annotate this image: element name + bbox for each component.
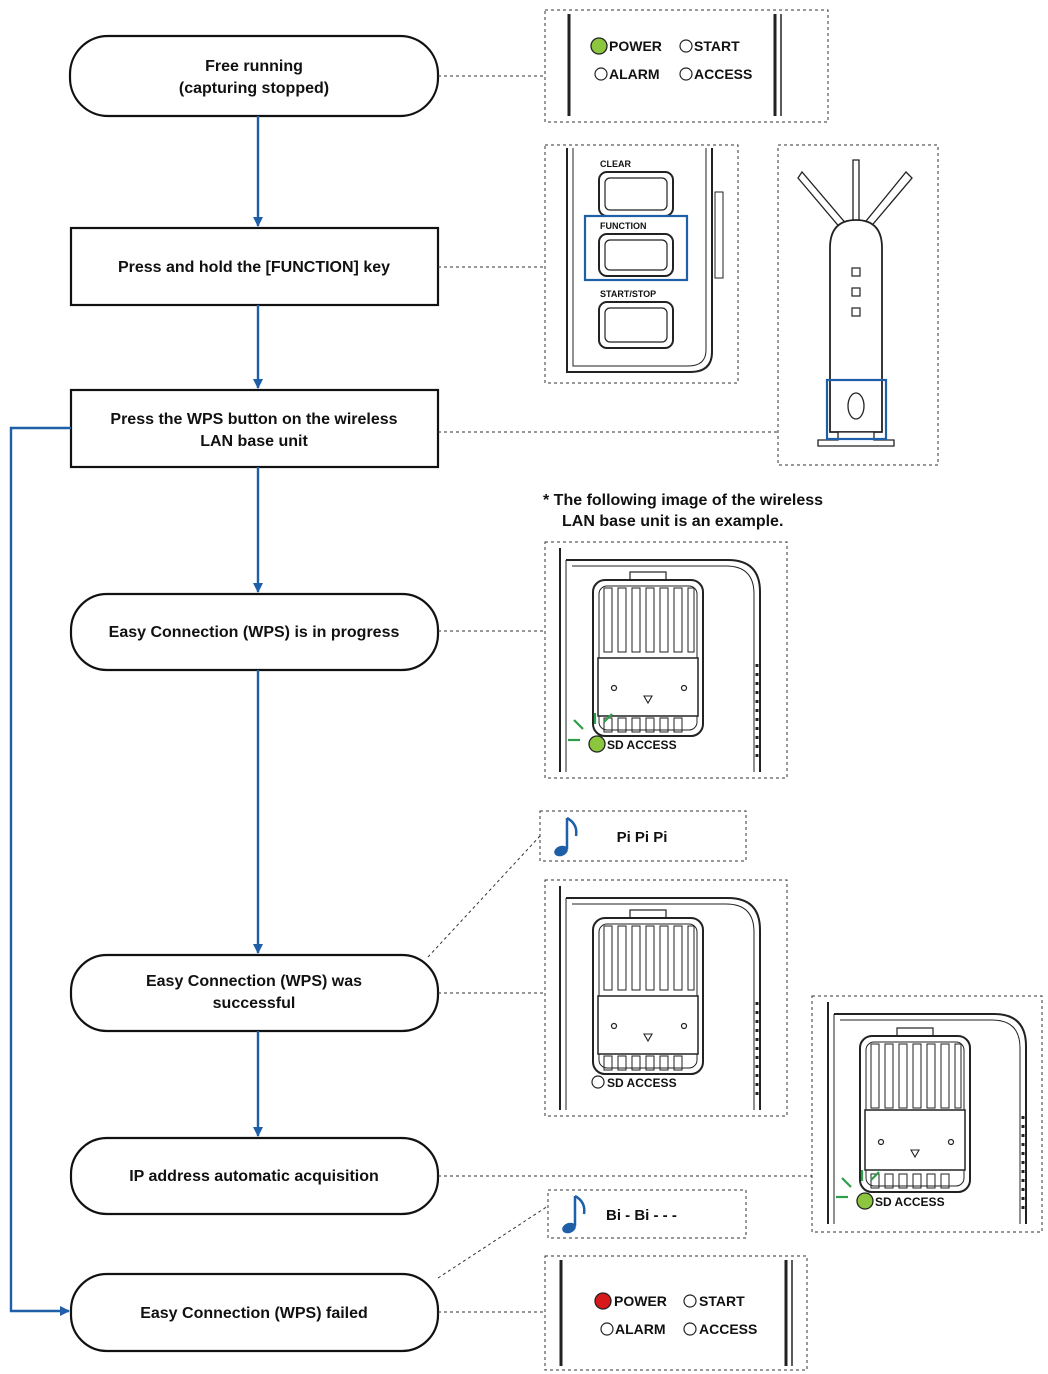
svg-text:START: START xyxy=(694,38,740,54)
led-access-indicator xyxy=(683,1322,697,1336)
svg-text:(capturing stopped): (capturing stopped) xyxy=(179,80,329,97)
router-panel xyxy=(777,144,939,466)
led-start-indicator xyxy=(679,39,693,53)
base-unit-panel-success: SD ACCESS xyxy=(544,879,788,1117)
base-unit-panel-ip: SD ACCESS xyxy=(811,995,1043,1233)
svg-text:ALARM: ALARM xyxy=(615,1321,666,1337)
wps-button-highlight xyxy=(825,378,888,441)
node-in-progress: Easy Connection (WPS) is in progress xyxy=(69,592,440,672)
svg-text:ACCESS: ACCESS xyxy=(699,1321,757,1337)
svg-text:POWER: POWER xyxy=(614,1293,667,1309)
node-press-wps: Press the WPS button on the wireless LAN… xyxy=(69,388,440,469)
svg-text:LAN base unit is an example.: LAN base unit is an example. xyxy=(562,513,783,530)
sd-access-led-flashing xyxy=(856,1192,874,1210)
svg-text:Press and hold the [FUNCTION]: Press and hold the [FUNCTION] key xyxy=(118,259,390,276)
svg-text:START/STOP: START/STOP xyxy=(600,289,656,299)
start-stop-key xyxy=(598,301,674,349)
node-successful: Easy Connection (WPS) was successful xyxy=(69,953,440,1033)
sound-box-success: Pi Pi Pi xyxy=(539,810,747,862)
svg-text:Easy Connection (WPS) failed: Easy Connection (WPS) failed xyxy=(140,1305,368,1322)
svg-text:SD ACCESS: SD ACCESS xyxy=(607,738,677,752)
music-note-icon xyxy=(562,1194,586,1234)
led-start-indicator xyxy=(683,1294,697,1308)
svg-text:Bi - Bi - - -: Bi - Bi - - - xyxy=(606,1207,677,1224)
led-alarm-indicator xyxy=(594,67,608,81)
sd-access-led-off xyxy=(591,1075,605,1089)
svg-text:LAN base unit: LAN base unit xyxy=(200,433,308,450)
node-failed: Easy Connection (WPS) failed xyxy=(69,1272,440,1353)
flow-arrows xyxy=(9,116,263,1316)
led-panel-normal: POWER START ALARM ACCESS xyxy=(544,9,829,123)
music-note-icon xyxy=(554,816,578,857)
svg-text:SD ACCESS: SD ACCESS xyxy=(875,1195,945,1209)
flash-lines xyxy=(836,1170,880,1199)
svg-text:ALARM: ALARM xyxy=(609,66,660,82)
svg-text:FUNCTION: FUNCTION xyxy=(600,221,647,231)
svg-text:Press the WPS button on the wi: Press the WPS button on the wireless xyxy=(110,411,397,428)
led-panel-failed: POWER START ALARM ACCESS xyxy=(544,1255,808,1371)
wps-button xyxy=(847,392,865,420)
svg-text:SD ACCESS: SD ACCESS xyxy=(607,1076,677,1090)
svg-text:Pi Pi Pi: Pi Pi Pi xyxy=(617,829,668,846)
sound-box-failure: Bi - Bi - - - xyxy=(547,1189,747,1239)
example-note: * The following image of the wireless LA… xyxy=(543,492,823,530)
node-free-running: Free running (capturing stopped) xyxy=(68,34,440,118)
sd-access-led-flashing xyxy=(588,735,606,753)
svg-text:IP address automatic acquisiti: IP address automatic acquisition xyxy=(129,1168,379,1185)
arrow-wps-to-failed xyxy=(9,426,71,1316)
svg-text:Easy Connection (WPS) is in pr: Easy Connection (WPS) is in progress xyxy=(109,624,400,641)
svg-text:ACCESS: ACCESS xyxy=(694,66,752,82)
node-ip-acquisition: IP address automatic acquisition xyxy=(69,1136,440,1216)
base-unit-panel-progress: SD ACCESS xyxy=(544,541,788,779)
flash-lines xyxy=(568,713,613,742)
led-alarm-indicator xyxy=(600,1322,614,1336)
led-access-indicator xyxy=(679,67,693,81)
svg-text:POWER: POWER xyxy=(609,38,662,54)
function-key xyxy=(598,233,674,277)
svg-text:START: START xyxy=(699,1293,745,1309)
svg-text:Easy Connection (WPS) was: Easy Connection (WPS) was xyxy=(146,973,362,990)
keypad-panel: CLEAR FUNCTION START/STOP xyxy=(544,144,739,384)
function-key-highlight xyxy=(583,214,689,282)
led-power-indicator xyxy=(590,37,608,55)
dashed-connectors xyxy=(427,75,812,1313)
svg-text:successful: successful xyxy=(213,995,296,1012)
led-power-indicator-red xyxy=(594,1292,612,1310)
svg-text:* The following image of the: * The following image of the wireless xyxy=(543,492,823,509)
svg-text:Free running: Free running xyxy=(205,58,303,75)
svg-text:CLEAR: CLEAR xyxy=(600,159,631,169)
node-press-function: Press and hold the [FUNCTION] key xyxy=(69,226,440,307)
